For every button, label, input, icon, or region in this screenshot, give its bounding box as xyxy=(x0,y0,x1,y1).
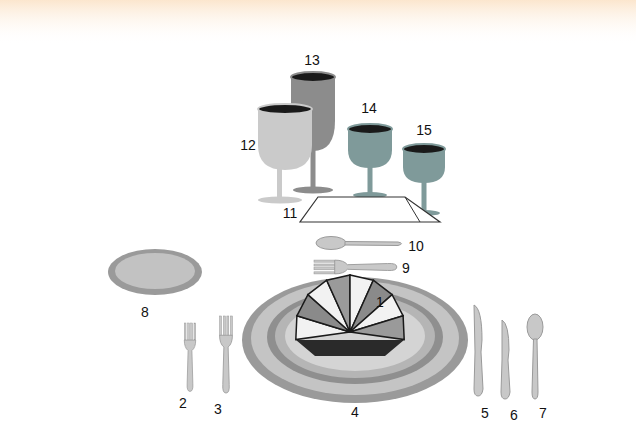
glass-base xyxy=(258,197,302,204)
watermark-band xyxy=(0,0,636,45)
glass-rim xyxy=(291,72,335,82)
callout-number: 12 xyxy=(240,137,256,153)
callout-number: 5 xyxy=(481,405,489,421)
glass-rim xyxy=(403,144,445,154)
napkin-base xyxy=(296,340,404,356)
glass-rim xyxy=(258,104,312,114)
spoon-bowl xyxy=(527,314,543,340)
callout-number: 3 xyxy=(214,401,222,417)
glass-stem xyxy=(311,150,316,189)
dinner-knife xyxy=(474,305,483,396)
glass-base xyxy=(293,187,333,194)
bread-plate xyxy=(108,249,202,295)
folded-napkin xyxy=(296,275,404,356)
water-glass xyxy=(258,104,312,204)
spoon-bowl xyxy=(316,237,346,250)
callout-number: 15 xyxy=(416,122,432,138)
salad-knife xyxy=(501,320,510,399)
fork-tine xyxy=(227,316,229,335)
napkin-fold xyxy=(350,316,404,340)
fork-tine xyxy=(314,268,335,270)
place-card-fold xyxy=(405,197,420,222)
fork-handle xyxy=(220,335,233,393)
callout-number: 13 xyxy=(304,52,320,68)
callout-number: 2 xyxy=(179,395,187,411)
callout-number: 10 xyxy=(408,238,424,254)
glass-stem xyxy=(277,169,282,199)
glass-stem xyxy=(422,182,427,213)
callout-number: 6 xyxy=(510,407,518,423)
spoon-handle xyxy=(532,339,538,399)
callout-number: 8 xyxy=(141,304,149,320)
salad-fork xyxy=(184,323,195,391)
spoon-handle xyxy=(345,242,402,246)
glass-rim xyxy=(348,124,392,134)
napkin-fold xyxy=(327,275,350,332)
fork-handle xyxy=(335,260,397,274)
fork-tine xyxy=(188,323,190,340)
fork-tine xyxy=(314,264,335,266)
glass-bowl xyxy=(258,108,312,170)
place-card-body xyxy=(300,197,440,222)
fork-tine xyxy=(191,323,193,340)
dessert-fork xyxy=(314,260,397,274)
callout-number: 11 xyxy=(283,205,298,221)
plate-center xyxy=(115,253,195,289)
fork-handle xyxy=(184,340,195,391)
glass-stem xyxy=(368,167,373,194)
fork-tine xyxy=(230,316,232,335)
fork-tine xyxy=(314,260,335,262)
fork-tine xyxy=(194,323,196,340)
fork-tine xyxy=(184,323,186,340)
callout-number: 7 xyxy=(539,405,547,421)
dessert-spoon xyxy=(316,237,402,250)
soup-spoon xyxy=(527,314,543,399)
wine-glass xyxy=(348,124,392,198)
callout-number: 4 xyxy=(351,404,359,420)
callout-number: 14 xyxy=(361,100,377,116)
place-card xyxy=(300,197,440,222)
fork-tine xyxy=(220,316,222,335)
dinner-fork xyxy=(220,316,233,393)
fork-tine xyxy=(223,316,225,335)
callout-number: 1 xyxy=(376,294,384,310)
fork-tine xyxy=(314,272,335,274)
plate-rim xyxy=(108,249,202,295)
callout-number: 9 xyxy=(402,260,410,276)
